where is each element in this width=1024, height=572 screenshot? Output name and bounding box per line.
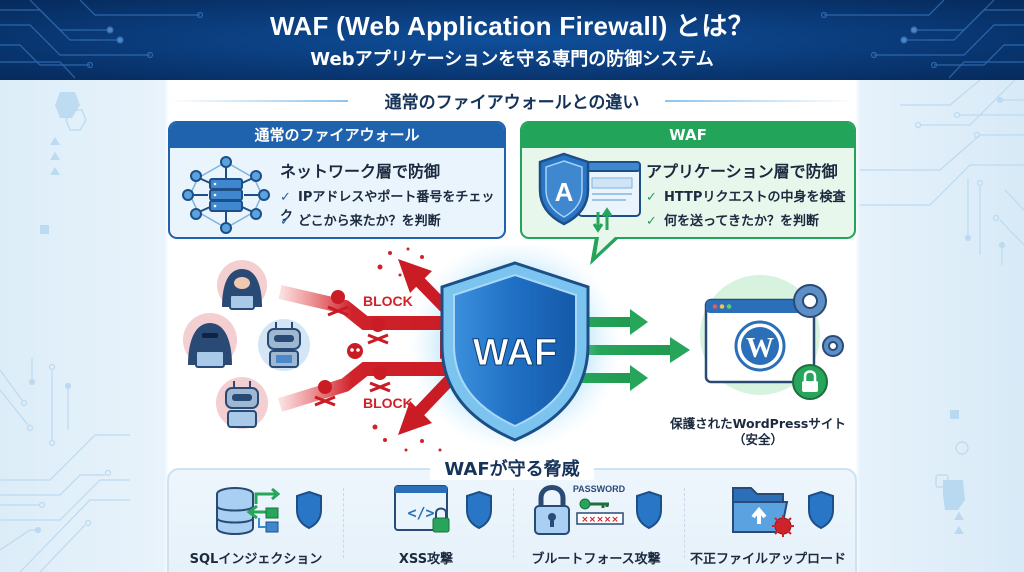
hacker-attacker-icon [183, 313, 237, 368]
waf-main-point: アプリケーション層で防御 [646, 162, 838, 181]
divider [513, 488, 514, 558]
header-banner: WAF (Web Application Firewall) とは？ Webアプ… [0, 0, 1024, 80]
robot-attacker-icon [216, 377, 268, 429]
svg-text:A: A [555, 177, 574, 207]
threat-sql-injection: SQLインジェクション [171, 480, 341, 572]
threat-malicious-upload: 不正ファイルアップロード [683, 480, 853, 572]
safe-traffic-arrow [550, 365, 648, 391]
svg-text:WAF: WAF [473, 332, 557, 374]
firewall-card: 通常のファイアウォール ネットワーク層で防御 ✓IPアドレスやポート番号をチェッ… [168, 121, 506, 239]
firewall-check-item: ✓どこから来たか？を判断 [280, 214, 441, 229]
block-label: BLOCK [363, 395, 413, 411]
waf-callout-tail [590, 237, 620, 265]
check-icon: ✓ [646, 190, 657, 205]
check-icon: ✓ [646, 214, 657, 229]
database-injection-icon [216, 487, 322, 535]
svg-text:</>: </> [407, 504, 434, 522]
shield-icon [636, 490, 662, 530]
lock-gear-icon [792, 364, 828, 400]
folder-upload-virus-icon [732, 487, 834, 537]
circuit-right-decoration [820, 0, 1024, 79]
waf-card-title: WAF [522, 123, 854, 148]
shield-icon [808, 490, 834, 530]
gear-icon [793, 284, 827, 318]
firewall-main-point: ネットワーク層で防御 [280, 162, 441, 181]
shield-icon [466, 490, 492, 530]
hacker-attacker-icon [217, 260, 267, 310]
network-server-icon [182, 156, 270, 234]
svg-text:W: W [746, 333, 774, 364]
svg-text:PASSWORD: PASSWORD [573, 484, 626, 494]
gear-icon [822, 335, 844, 357]
skull-icon [347, 343, 363, 359]
shield-icon [296, 490, 322, 530]
page-title: WAF (Web Application Firewall) とは？ [270, 11, 754, 41]
blocked-splatter [372, 247, 442, 452]
waf-shield-icon: WAF [440, 261, 590, 442]
block-label: BLOCK [363, 293, 413, 309]
firewall-card-title: 通常のファイアウォール [170, 123, 504, 148]
safe-traffic-arrow [550, 309, 648, 335]
skull-icon [369, 366, 391, 393]
wordpress-site-icon: W [700, 275, 820, 395]
check-icon: ✓ [280, 190, 291, 205]
threat-xss: </> XSS攻撃 [341, 480, 511, 572]
waf-check-item: ✓HTTPリクエストの中身を検査 [646, 190, 846, 205]
check-icon: ✓ [280, 214, 291, 229]
threats-title: WAFが守る脅威 [0, 455, 1024, 481]
robot-attacker-icon [258, 319, 310, 371]
threat-brute-force: PASSWORD ××××× ブルートフォース攻撃 [511, 480, 681, 572]
svg-text:×××××: ××××× [581, 515, 619, 525]
safe-traffic-arrow [550, 337, 690, 363]
waf-card: WAF A アプリケーション層で防御 ✓HTTPリクエストの中身を検査 ✓何を送… [520, 121, 856, 239]
protected-site-label: 保護されたWordPressサイト （安全） [670, 416, 846, 447]
right-side-decoration [860, 80, 1024, 534]
heading-rule-right [665, 100, 855, 102]
threats-panel: SQLインジェクション </> XSS攻撃 PASSWORD ××××× ブルー… [167, 468, 857, 572]
waf-check-item: ✓何を送ってきたか？を判断 [646, 214, 819, 229]
skull-icon [327, 290, 349, 317]
circuit-left-decoration [0, 0, 204, 79]
padlock-password-icon: PASSWORD ××××× [534, 484, 662, 535]
divider [684, 488, 685, 558]
divider [343, 488, 344, 558]
skull-icon [367, 318, 389, 345]
code-window-lock-icon: </> [394, 485, 492, 533]
waf-flow-diagram: WAF W [183, 245, 844, 453]
comparison-heading: 通常のファイアウォールとの違い [0, 88, 1024, 113]
skull-icon [314, 380, 336, 407]
heading-rule-left [168, 100, 348, 102]
shield-app-window-icon: A [538, 152, 641, 233]
firewall-check-item: ✓IPアドレスやポート番号をチェック [280, 190, 495, 224]
page-subtitle: Webアプリケーションを守る専門の防御システム [310, 49, 714, 70]
left-side-decoration [0, 92, 130, 572]
